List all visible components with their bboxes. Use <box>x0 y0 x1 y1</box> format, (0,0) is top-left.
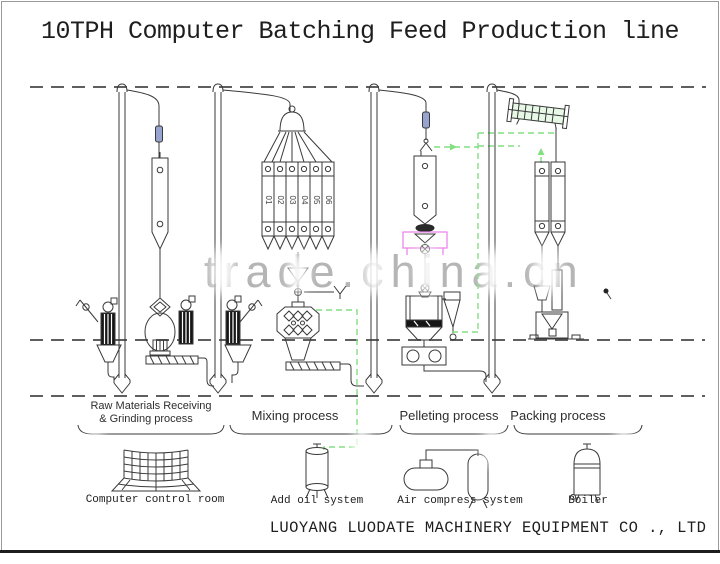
batching-bins: 01 02 03 04 05 06 <box>261 161 335 251</box>
label-pelleting-process: Pelleting process <box>399 408 499 423</box>
bag-dump-hopper-left <box>75 299 99 323</box>
floor-lines <box>30 86 706 397</box>
watermark-smudge <box>212 246 234 296</box>
bin-number-2: 02 <box>276 196 285 205</box>
page-title: 10TPH Computer Batching Feed Production … <box>40 17 680 46</box>
watermark-smudge <box>534 246 560 296</box>
watermark-text: trade.china.cn <box>204 246 585 297</box>
label-boiler: Boiler <box>568 495 608 507</box>
bucket-elevator-1 <box>113 83 131 394</box>
bin-number-5: 05 <box>312 196 321 205</box>
watermark-smudge <box>614 428 634 466</box>
dust-filter-1 <box>96 297 122 383</box>
label-add-oil-system: Add oil system <box>270 495 364 507</box>
bag-sewing-head <box>603 288 612 300</box>
computer-control-room-icon <box>110 449 202 492</box>
crumbler <box>401 346 487 382</box>
mixer <box>276 306 320 361</box>
add-oil-tank-icon <box>305 443 329 499</box>
watermark-smudge <box>364 248 384 296</box>
hammer-mill <box>144 297 176 356</box>
bag-dump-hopper-right <box>239 299 263 323</box>
label-packing-process: Packing process <box>510 408 606 423</box>
conditioner-bin <box>413 155 437 225</box>
label-air-compress-system: Air compress system <box>397 495 523 507</box>
elevator1-discharge-pipe <box>126 89 160 126</box>
label-computer-control-room: Computer control room <box>85 494 225 506</box>
boiler-icon <box>570 443 601 503</box>
label-grinding-process-line2: & Grinding process <box>99 413 193 425</box>
bin-number-3: 03 <box>288 196 297 205</box>
cyclone <box>442 291 461 341</box>
watermark-smudge <box>483 248 503 296</box>
label-grinding-process-line1: Raw Materials Receiving <box>90 400 212 412</box>
section-braces <box>77 424 643 435</box>
label-mixing-process: Mixing process <box>251 408 339 423</box>
watermark-smudge <box>288 250 308 294</box>
bucket-elevator-3 <box>365 83 383 394</box>
watermark-smudge <box>610 256 646 292</box>
watermark-smudge <box>482 428 502 466</box>
drum-magnet-2 <box>422 111 430 140</box>
drum-magnet-1 <box>155 125 163 158</box>
bottom-border-line <box>0 550 720 553</box>
rotary-distributor <box>263 105 333 163</box>
pelleting-control-lines <box>434 132 556 333</box>
watermark-smudge <box>416 246 436 296</box>
bin-number-1: 01 <box>264 196 273 205</box>
elevator2-discharge-pipe <box>222 89 291 112</box>
dust-filter-2 <box>178 295 196 345</box>
company-name: LUOYANG LUODATE MACHINERY EQUIPMENT CO .… <box>269 519 707 537</box>
mixer-discharge-conveyor <box>285 361 364 387</box>
grinding-conveyor <box>145 355 214 387</box>
watermark-smudge <box>92 248 112 296</box>
bucket-elevator-4 <box>483 83 501 394</box>
bucket-elevator-2 <box>209 83 227 394</box>
air-compressor-icon <box>403 449 489 509</box>
watermark-smudge <box>86 430 104 466</box>
dust-filter-3 <box>224 295 252 383</box>
bin-number-6: 06 <box>324 196 333 205</box>
elevator3-discharge-pipe <box>378 89 427 112</box>
bin-number-4: 04 <box>300 196 309 205</box>
rotary-screener <box>506 97 570 130</box>
diverter-valve <box>419 138 433 156</box>
finished-product-bins <box>534 161 566 248</box>
elevator4-discharge-pipe <box>496 89 520 106</box>
watermark-smudge <box>352 428 372 466</box>
pre-cleaner <box>151 152 169 298</box>
